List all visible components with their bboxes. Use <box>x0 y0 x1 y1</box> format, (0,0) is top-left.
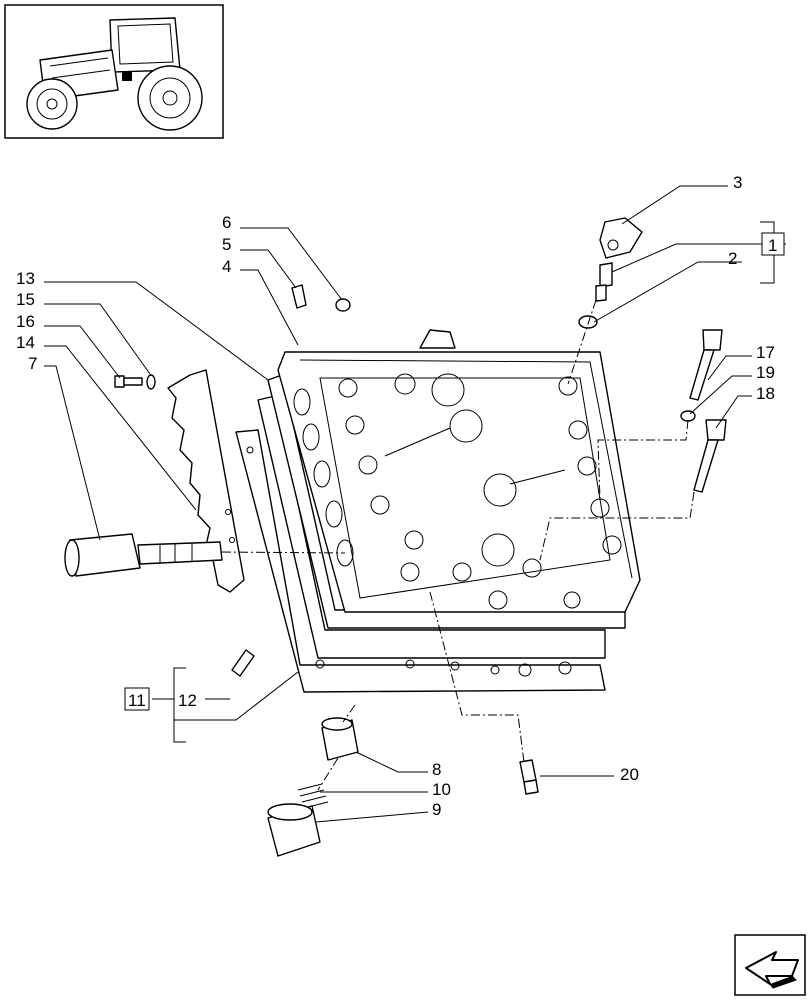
callout-16: 16 <box>16 312 35 331</box>
next-page-button[interactable] <box>734 934 806 996</box>
cap-9[interactable] <box>267 803 321 857</box>
clip-3[interactable] <box>599 217 643 259</box>
washer-19[interactable] <box>680 410 696 422</box>
callout-20: 20 <box>620 765 639 784</box>
o-ring-2[interactable] <box>578 315 598 329</box>
callout-9: 9 <box>432 800 441 819</box>
callout-1-box <box>761 232 785 256</box>
pin-12[interactable] <box>231 649 255 677</box>
assembly-axis-lines <box>221 299 695 791</box>
callout-7: 7 <box>28 354 37 373</box>
callout-10: 10 <box>432 780 451 799</box>
callout-17: 17 <box>756 343 775 362</box>
solenoid-valve[interactable] <box>64 533 223 577</box>
callout-labels: 3 1 2 17 19 18 6 5 4 13 15 16 14 7 11 12… <box>16 173 785 819</box>
callout-15: 15 <box>16 290 35 309</box>
callout-5: 5 <box>222 235 231 254</box>
callout-19: 19 <box>756 363 775 382</box>
screw-16[interactable] <box>114 375 143 388</box>
fitting-2[interactable] <box>595 262 613 302</box>
gasket-plate-lower[interactable] <box>235 429 606 693</box>
callout-4: 4 <box>222 257 231 276</box>
next-page-arrow-icon <box>745 951 799 989</box>
bolt-17[interactable] <box>689 329 723 401</box>
mounting-bracket[interactable] <box>167 369 245 593</box>
callout-8: 8 <box>432 760 441 779</box>
spring-10[interactable] <box>297 783 329 809</box>
callout-18: 18 <box>756 384 775 403</box>
callout-11-box <box>124 687 150 711</box>
callout-14: 14 <box>16 333 35 352</box>
callout-2: 2 <box>728 249 737 268</box>
dowel-pin-4[interactable] <box>291 284 307 309</box>
callout-6: 6 <box>222 213 231 232</box>
washer-15[interactable] <box>146 374 156 390</box>
tractor-icon <box>26 17 203 131</box>
callout-3: 3 <box>733 173 742 192</box>
callout-13: 13 <box>16 269 35 288</box>
plunger-8[interactable] <box>321 717 359 761</box>
bolt-18[interactable] <box>693 419 727 493</box>
plug-6[interactable] <box>335 298 351 312</box>
callout-11: 11 <box>128 691 146 710</box>
callout-1: 1 <box>768 236 777 255</box>
bleed-valve-20[interactable] <box>519 759 539 795</box>
valve-body[interactable] <box>277 329 641 613</box>
tractor-thumbnail[interactable] <box>4 4 224 139</box>
leader-lines <box>44 185 786 823</box>
callout-12: 12 <box>178 691 197 710</box>
